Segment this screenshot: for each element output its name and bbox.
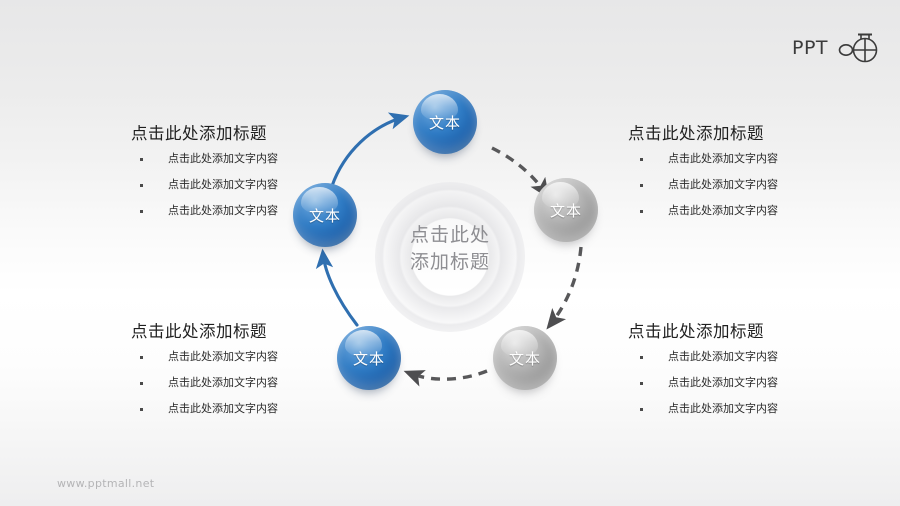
textblock-top-left: 点击此处添加标题 点击此处添加文字内容 点击此处添加文字内容 点击此处添加文字内…: [128, 124, 388, 231]
textblock-bullet-list: 点击此处添加文字内容 点击此处添加文字内容 点击此处添加文字内容: [128, 151, 388, 217]
connector-bottom-to-left: [315, 248, 359, 327]
bullet-text: 点击此处添加文字内容: [668, 375, 778, 389]
center-title-line2: 添加标题: [409, 250, 490, 273]
bullet-item[interactable]: 点击此处添加文字内容: [128, 151, 388, 165]
textblock-bullet-list: 点击此处添加文字内容 点击此处添加文字内容 点击此处添加文字内容: [628, 151, 888, 217]
footer-url: www.pptmall.net: [57, 477, 155, 490]
node-label-bottom-left: 文本: [352, 349, 385, 368]
bullet-item[interactable]: 点击此处添加文字内容: [628, 203, 888, 217]
bullet-dot-icon: [640, 157, 643, 161]
textblock-bullet-list: 点击此处添加文字内容 点击此处添加文字内容 点击此处添加文字内容: [128, 349, 388, 415]
node-label-left: 文本: [308, 206, 341, 225]
textblock-bullet-list: 点击此处添加文字内容 点击此处添加文字内容 点击此处添加文字内容: [628, 349, 888, 415]
connector-botright-to-bottom: [403, 369, 488, 387]
bullet-text: 点击此处添加文字内容: [668, 177, 778, 191]
textblock-top-right: 点击此处添加标题 点击此处添加文字内容 点击此处添加文字内容 点击此处添加文字内…: [628, 124, 888, 231]
bullet-dot-icon: [140, 381, 143, 385]
bullet-dot-icon: [640, 209, 643, 213]
bullet-item[interactable]: 点击此处添加文字内容: [628, 151, 888, 165]
logo-text: PPT: [792, 37, 829, 59]
bullet-text: 点击此处添加文字内容: [168, 177, 278, 191]
center-title-line1: 点击此处: [409, 224, 490, 246]
pptmall-logo: PPT: [792, 28, 884, 68]
bullet-text: 点击此处添加文字内容: [168, 203, 278, 217]
center-title: 点击此处 添加标题: [375, 222, 525, 276]
textblock-title[interactable]: 点击此处添加标题: [628, 322, 764, 341]
node-label-top: 文本: [428, 113, 461, 132]
textblock-bottom-left: 点击此处添加标题 点击此处添加文字内容 点击此处添加文字内容 点击此处添加文字内…: [128, 322, 388, 429]
bullet-item[interactable]: 点击此处添加文字内容: [128, 177, 388, 191]
bullet-item[interactable]: 点击此处添加文字内容: [628, 401, 888, 415]
textblock-title[interactable]: 点击此处添加标题: [131, 124, 267, 143]
bullet-item[interactable]: 点击此处添加文字内容: [128, 375, 388, 389]
node-label-bottom-right: 文本: [508, 349, 541, 368]
connector-right-to-botright: [546, 246, 583, 330]
textblock-title[interactable]: 点击此处添加标题: [628, 124, 764, 143]
node-sphere-top[interactable]: 文本: [413, 90, 477, 161]
bullet-dot-icon: [140, 157, 143, 161]
bullet-text: 点击此处添加文字内容: [168, 151, 278, 165]
node-sphere-bottom-right[interactable]: 文本: [493, 326, 557, 397]
bullet-item[interactable]: 点击此处添加文字内容: [628, 375, 888, 389]
node-label-right: 文本: [549, 201, 582, 220]
node-sphere-right[interactable]: 文本: [534, 178, 598, 249]
bullet-text: 点击此处添加文字内容: [668, 151, 778, 165]
textblock-bottom-right: 点击此处添加标题 点击此处添加文字内容 点击此处添加文字内容 点击此处添加文字内…: [628, 322, 888, 429]
bullet-item[interactable]: 点击此处添加文字内容: [628, 177, 888, 191]
bullet-text: 点击此处添加文字内容: [668, 203, 778, 217]
bullet-text: 点击此处添加文字内容: [168, 349, 278, 363]
bullet-item[interactable]: 点击此处添加文字内容: [128, 203, 388, 217]
bullet-dot-icon: [140, 209, 143, 213]
bullet-text: 点击此处添加文字内容: [668, 349, 778, 363]
bullet-item[interactable]: 点击此处添加文字内容: [628, 349, 888, 363]
bullet-dot-icon: [640, 381, 643, 385]
bullet-item[interactable]: 点击此处添加文字内容: [128, 401, 388, 415]
bullet-text: 点击此处添加文字内容: [668, 401, 778, 415]
bullet-text: 点击此处添加文字内容: [168, 401, 278, 415]
center-ring-decoration: [375, 182, 525, 332]
bullet-item[interactable]: 点击此处添加文字内容: [128, 349, 388, 363]
bullet-dot-icon: [640, 183, 643, 187]
bullet-dot-icon: [640, 355, 643, 359]
bullet-dot-icon: [140, 355, 143, 359]
circle-cross-table-icon: [838, 33, 878, 63]
bullet-dot-icon: [640, 407, 643, 411]
bullet-text: 点击此处添加文字内容: [168, 375, 278, 389]
bullet-dot-icon: [140, 407, 143, 411]
textblock-title[interactable]: 点击此处添加标题: [131, 322, 267, 341]
bullet-dot-icon: [140, 183, 143, 187]
